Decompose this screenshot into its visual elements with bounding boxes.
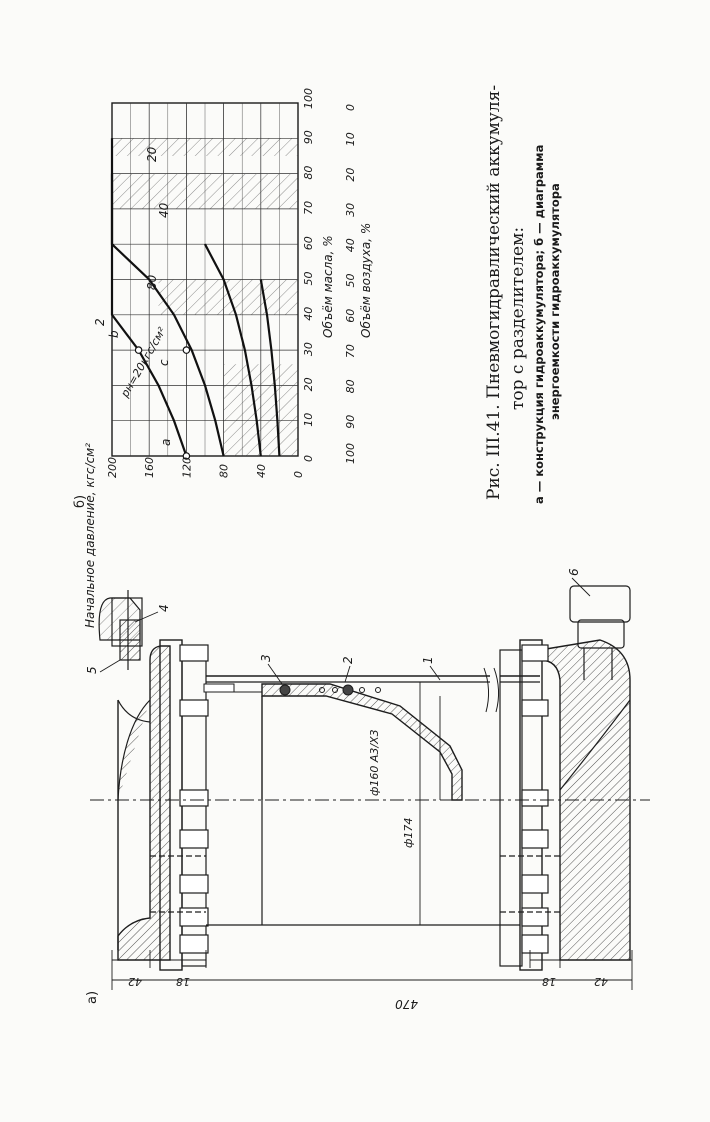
caption-line-1: Рис. III.41. Пневмогидравлический аккуму… [484, 84, 504, 500]
x2-tick-label: 70 [344, 344, 357, 358]
callout-5: 5 [85, 666, 99, 674]
energy-chart: 0102030405060708090100100908070605040302… [73, 88, 373, 628]
callout-1: 1 [421, 656, 435, 664]
charging-valve [98, 590, 143, 670]
x-tick-label: 40 [302, 307, 315, 321]
chart-shaded-bands [112, 138, 298, 456]
chart-curves [110, 138, 281, 460]
y-tick-label: 200 [106, 457, 119, 478]
chart-x2label: Объём воздуха, % [359, 223, 373, 338]
shaded-band [158, 279, 298, 315]
x2-tick-label: 50 [344, 274, 357, 288]
point-label-a: а [159, 439, 173, 446]
y-tick-label: 0 [292, 471, 305, 478]
dimension-lines [111, 682, 633, 990]
flange-bolts-bottom [500, 644, 560, 954]
x-tick-label: 80 [302, 166, 315, 180]
x2-tick-label: 10 [344, 132, 357, 146]
point-label-2: 2 [93, 318, 107, 326]
x2-tick-label: 40 [344, 238, 357, 252]
y-tick-label: 120 [180, 457, 193, 478]
bottom-end-cap [499, 639, 631, 971]
point-label-c: с [157, 359, 171, 366]
caption-line-3: а — конструкция гидроаккумулятора; б — д… [532, 144, 546, 504]
point-b [134, 346, 143, 354]
callout-4: 4 [157, 604, 171, 612]
x-tick-label: 10 [302, 413, 315, 427]
x-tick-label: 30 [302, 342, 315, 356]
x-tick-label: 90 [302, 130, 315, 144]
x-tick-label: 0 [302, 455, 315, 462]
chart-ticks: 0102030405060708090100100908070605040302… [106, 88, 357, 478]
cylinder-wall [206, 667, 540, 926]
x2-tick-label: 0 [344, 104, 357, 111]
dim-piston-diameter: ф160 А3/Х3 [368, 729, 381, 796]
curve-120 [259, 279, 281, 457]
x2-tick-label: 90 [344, 415, 357, 429]
x-tick-label: 60 [302, 236, 315, 250]
curve-label-40: 40 [157, 202, 171, 218]
x2-tick-label: 20 [344, 168, 357, 182]
panel-b-label: б) [73, 495, 88, 508]
accumulator-drawing [90, 577, 650, 990]
dim-flange-right-inner: 18 [542, 975, 556, 988]
y-tick-label: 80 [218, 464, 231, 478]
point-a [182, 452, 191, 460]
x2-tick-label: 30 [344, 203, 357, 217]
x2-tick-label: 60 [344, 309, 357, 323]
dim-bore-diameter: ф174 [402, 818, 415, 848]
shaded-band [223, 364, 298, 456]
callout-2: 2 [341, 656, 355, 664]
drawing-text: а) 1 2 3 4 5 6 470 42 18 18 42 ф174 ф160… [85, 568, 608, 1011]
point-c [182, 346, 191, 354]
curve-80 [204, 243, 262, 457]
x-tick-label: 70 [302, 201, 315, 215]
dim-flange-right: 42 [594, 975, 608, 988]
y-tick-label: 160 [143, 457, 156, 478]
curve-label-20: 20 [145, 146, 159, 162]
x-tick-label: 50 [302, 272, 315, 286]
curve-label-80: 80 [145, 274, 159, 290]
x2-tick-label: 100 [344, 443, 357, 464]
x2-tick-label: 80 [344, 379, 357, 393]
y-tick-label: 40 [255, 464, 268, 478]
chart-xlabel: Объём масла, % [321, 235, 335, 338]
chart-text: б) Объём масла, % Объём воздуха, % Начал… [73, 146, 373, 628]
dim-overall-length: 470 [395, 997, 418, 1011]
shaded-band [112, 173, 298, 209]
dim-flange-left-inner: 18 [176, 975, 190, 988]
panel-a-label: а) [85, 991, 100, 1004]
x-tick-label: 100 [302, 88, 315, 109]
caption-line-2: тор с разделителем: [508, 226, 528, 410]
chart-ylabel: Начальное давление, кгс/см² [83, 443, 97, 628]
separator-piston [203, 683, 463, 925]
callout-leaders [99, 577, 591, 685]
x-tick-label: 20 [302, 377, 315, 391]
dim-flange-left: 42 [128, 975, 142, 988]
point-label-b: b [107, 330, 121, 338]
callout-6: 6 [567, 568, 581, 576]
caption-line-4: энергоемкости гидроаккумулятора [548, 183, 562, 420]
flange-bolts-top [150, 644, 209, 954]
shaded-band [112, 138, 298, 156]
pipe-fitting [569, 585, 631, 680]
callout-3: 3 [259, 654, 273, 662]
curve-40 [110, 173, 225, 457]
